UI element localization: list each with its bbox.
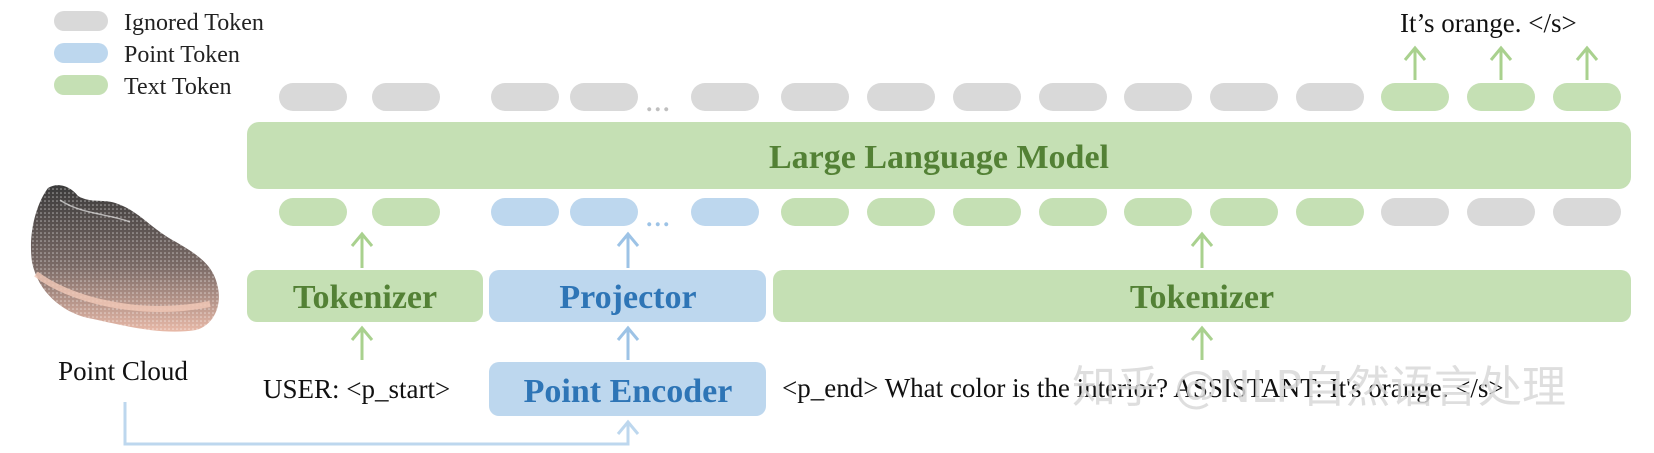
watermark: 知乎 @NLP自然语言处理 (1072, 362, 1566, 413)
legend-point-swatch (54, 43, 108, 63)
tokenizer-to-token-arrows (350, 231, 1214, 268)
output-token-ignored (781, 83, 849, 111)
output-token-ignored (372, 83, 440, 111)
input-token-ignored (1553, 198, 1621, 226)
input-to-tokenizer-arrows (350, 325, 1214, 360)
input-token-text (1039, 198, 1107, 226)
point-encoder-block (489, 362, 766, 416)
question-text: <p_end> What color is the interior? ASSI… (782, 373, 1504, 403)
output-token-ignored (491, 83, 559, 111)
output-token-text (1467, 83, 1535, 111)
output-token-ignored (867, 83, 935, 111)
output-token-ignored (953, 83, 1021, 111)
input-token-ignored (1467, 198, 1535, 226)
output-arrows (1403, 45, 1599, 80)
input-token-text (1296, 198, 1364, 226)
output-token-ignored (279, 83, 347, 111)
output-token-text (1553, 83, 1621, 111)
legend-text-label: Text Token (124, 74, 232, 100)
output-token-ignored (1039, 83, 1107, 111)
user-prefix-text: USER: <p_start> (263, 374, 450, 404)
llm-block (247, 122, 1631, 189)
tokenizer-left-label: Tokenizer (293, 279, 437, 316)
legend-text-swatch (54, 75, 108, 95)
legend: Ignored Token Point Token Text Token (54, 10, 264, 100)
output-token-row: ... (279, 82, 1621, 119)
output-ellipsis: ... (645, 82, 671, 119)
tokenizer-left-block (247, 270, 483, 322)
input-token-text (953, 198, 1021, 226)
input-token-ignored (1381, 198, 1449, 226)
point-cloud-to-encoder-connector (123, 402, 640, 446)
legend-ignored-swatch (54, 11, 108, 31)
projector-label: Projector (559, 279, 696, 316)
point-cloud-image (30, 185, 219, 332)
llm-label: Large Language Model (769, 139, 1109, 176)
output-token-ignored (1124, 83, 1192, 111)
output-answer: It’s orange. </s> (1400, 8, 1577, 38)
input-token-text (867, 198, 935, 226)
input-ellipsis: ... (645, 197, 671, 234)
output-token-ignored (1210, 83, 1278, 111)
input-token-text (1210, 198, 1278, 226)
input-token-text (372, 198, 440, 226)
output-token-ignored (570, 83, 638, 111)
legend-ignored-label: Ignored Token (124, 10, 264, 36)
output-token-ignored (691, 83, 759, 111)
input-token-text (279, 198, 347, 226)
output-token-ignored (1296, 83, 1364, 111)
input-token-text (781, 198, 849, 226)
input-token-point (491, 198, 559, 226)
input-token-row: ... (279, 197, 1621, 234)
legend-point-label: Point Token (124, 42, 240, 68)
point-cloud-label: Point Cloud (58, 356, 188, 386)
input-token-point (570, 198, 638, 226)
tokenizer-right-block (773, 270, 1631, 322)
input-token-text (1124, 198, 1192, 226)
projector-block (489, 270, 766, 322)
input-token-point (691, 198, 759, 226)
tokenizer-right-label: Tokenizer (1130, 279, 1274, 316)
point-encoder-label: Point Encoder (524, 373, 733, 410)
output-token-text (1381, 83, 1449, 111)
